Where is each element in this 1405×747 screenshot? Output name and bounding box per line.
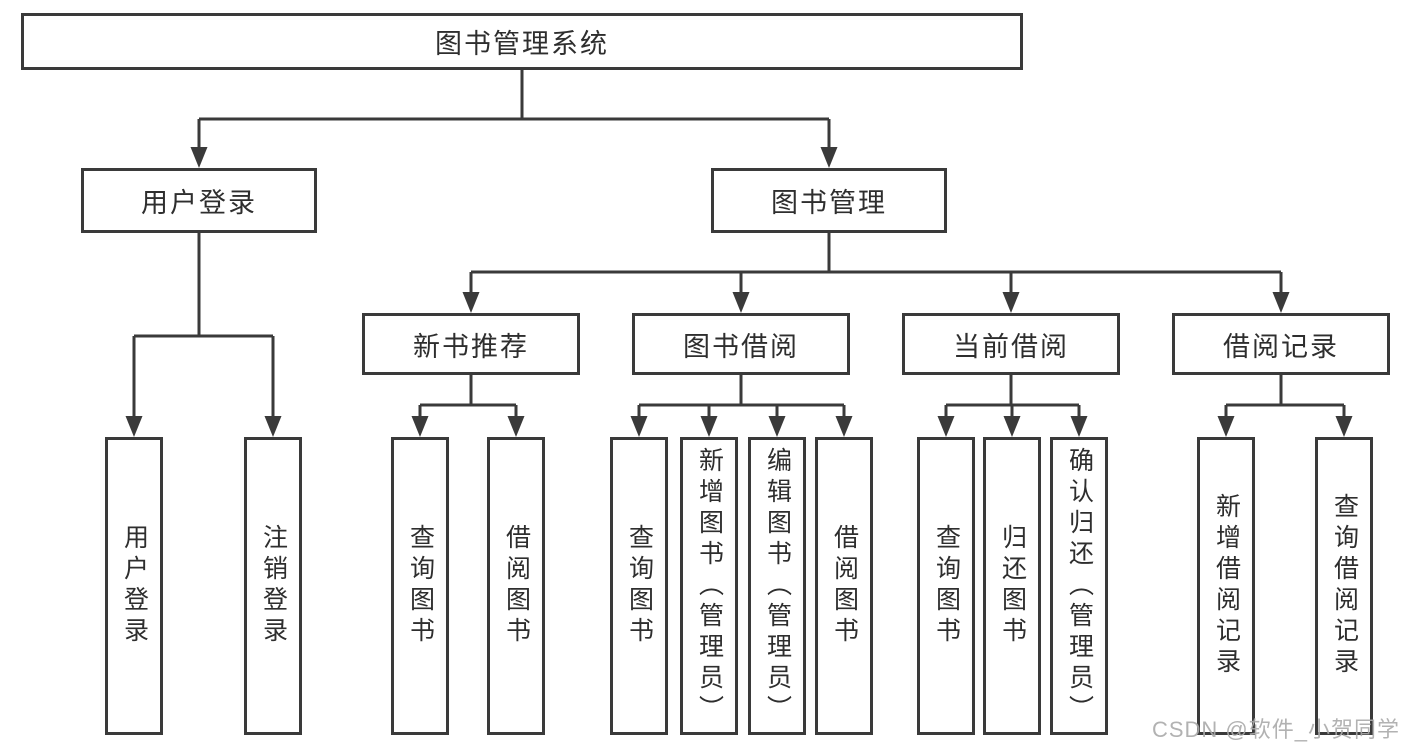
node-new-book-recommend: 新书推荐 [362, 313, 580, 375]
watermark: CSDN @软件_小贺同学 [1151, 717, 1400, 742]
node-borrow-records-label: 借阅记录 [1223, 331, 1339, 362]
leaf-add-borrow-record-label: 新增借阅记录 [1212, 493, 1241, 679]
node-root-label: 图书管理系统 [435, 29, 609, 59]
node-user-login-label: 用户登录 [141, 188, 257, 218]
leaf-return-books: 归还图书 [983, 437, 1041, 735]
leaf-recommend-query-books: 查询图书 [391, 437, 449, 735]
node-book-management-label: 图书管理 [771, 188, 887, 218]
leaf-logout-label: 注销登录 [259, 524, 288, 648]
leaf-confirm-return-admin-label: 确认归还（管理员） [1065, 446, 1094, 726]
leaf-borrow-books: 借阅图书 [815, 437, 873, 735]
node-new-book-recommend-label: 新书推荐 [413, 331, 529, 362]
leaf-recommend-borrow-books-label: 借阅图书 [502, 524, 531, 648]
leaf-user-login: 用户登录 [105, 437, 163, 735]
leaf-user-login-label: 用户登录 [120, 524, 149, 648]
node-book-borrow-label: 图书借阅 [683, 331, 799, 362]
leaf-borrow-query-books: 查询图书 [610, 437, 668, 735]
node-root: 图书管理系统 [21, 13, 1023, 70]
leaf-current-query-books: 查询图书 [917, 437, 975, 735]
leaf-recommend-query-books-label: 查询图书 [406, 524, 435, 648]
leaf-add-borrow-record: 新增借阅记录 [1197, 437, 1255, 735]
leaf-borrow-query-books-label: 查询图书 [625, 524, 654, 648]
leaf-logout: 注销登录 [244, 437, 302, 735]
leaf-query-borrow-record: 查询借阅记录 [1315, 437, 1373, 735]
node-current-borrow-label: 当前借阅 [953, 331, 1069, 362]
node-book-borrow: 图书借阅 [632, 313, 850, 375]
node-current-borrow: 当前借阅 [902, 313, 1120, 375]
leaf-confirm-return-admin: 确认归还（管理员） [1050, 437, 1108, 735]
leaf-edit-books-admin-label: 编辑图书（管理员） [763, 446, 792, 726]
leaf-edit-books-admin: 编辑图书（管理员） [748, 437, 806, 735]
leaf-add-books-admin: 新增图书（管理员） [680, 437, 738, 735]
leaf-recommend-borrow-books: 借阅图书 [487, 437, 545, 735]
leaf-borrow-books-label: 借阅图书 [830, 524, 859, 648]
node-book-management: 图书管理 [711, 168, 947, 233]
node-user-login: 用户登录 [81, 168, 317, 233]
leaf-query-borrow-record-label: 查询借阅记录 [1330, 493, 1359, 679]
leaf-return-books-label: 归还图书 [998, 524, 1027, 648]
leaf-add-books-admin-label: 新增图书（管理员） [695, 446, 724, 726]
node-borrow-records: 借阅记录 [1172, 313, 1390, 375]
leaf-current-query-books-label: 查询图书 [932, 524, 961, 648]
